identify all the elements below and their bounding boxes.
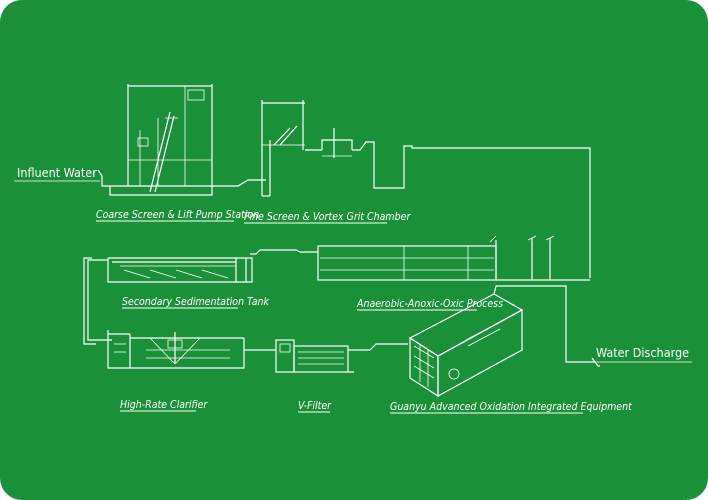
- influent-water-label: Influent Water: [17, 165, 97, 180]
- pipe-guanyu-to-discharge: [493, 285, 596, 363]
- secondary-sedimentation-tank: [107, 257, 253, 283]
- discharge-outlet: [591, 357, 600, 367]
- guanyu-label: Guanyu Advanced Oxidation Integrated Equ…: [390, 401, 632, 413]
- aao-label: Anaerobic-Anoxic-Oxic Process: [356, 298, 503, 310]
- high-rate-clarifier: [107, 330, 245, 369]
- clarifier-label: High-Rate Clarifier: [120, 399, 208, 411]
- vfilter-label: V-Filter: [298, 400, 332, 412]
- pipe-vfilter-to-guanyu: [354, 343, 408, 351]
- pipe-sedimentation-to-clarifier-outer: [83, 257, 96, 345]
- secondary-sedimentation-label: Secondary Sedimentation Tank: [122, 296, 269, 308]
- pipe-coarse-to-fine: [212, 179, 266, 187]
- water-discharge-label: Water Discharge: [596, 345, 689, 360]
- coarse-screen-label: Coarse Screen & Lift Pump Station: [96, 209, 259, 221]
- fine-screen-structure: [261, 100, 591, 278]
- guanyu-container: [408, 293, 524, 398]
- coarse-screen-structure: [109, 84, 213, 196]
- influent-pipe: [14, 169, 110, 187]
- aao-tank: [250, 235, 590, 281]
- fine-screen-label: Fine Screen & Vortex Grit Chamber: [244, 211, 411, 223]
- pipe-sedimentation-to-clarifier: [87, 259, 112, 341]
- v-filter: [275, 339, 354, 373]
